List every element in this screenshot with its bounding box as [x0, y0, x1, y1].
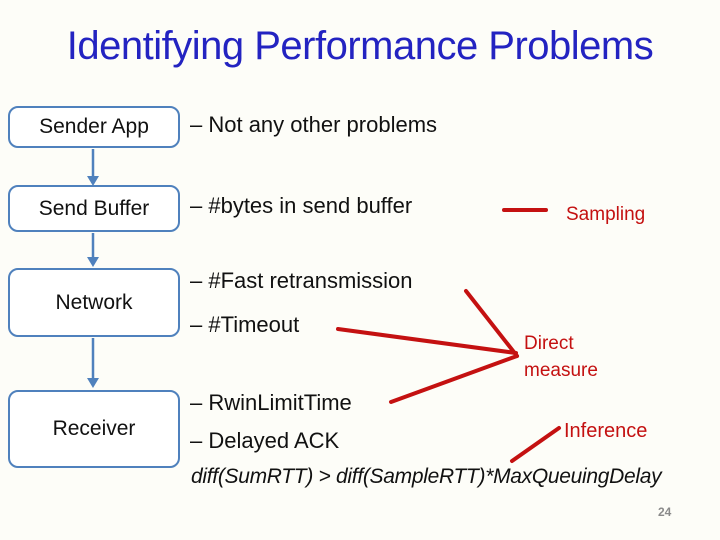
page-number: 24: [658, 505, 672, 519]
box-sender-app-label: Sender App: [39, 115, 149, 138]
bullet-bytes-in-send-buffer: – #bytes in send buffer: [190, 193, 413, 218]
arrow-sender-to-sendbuffer: [87, 149, 99, 186]
box-receiver: Receiver: [8, 390, 180, 468]
box-network-label: Network: [55, 290, 133, 314]
bullet-timeout: – #Timeout: [190, 312, 300, 337]
bullet-not-any-other-problems: – Not any other problems: [190, 112, 438, 137]
box-receiver-label: Receiver: [52, 417, 136, 440]
red-line-inference-to-formula: [510, 426, 561, 463]
arrow-network-to-receiver: [87, 338, 99, 388]
bullet-fast-retransmission: – #Fast retransmission: [190, 268, 413, 293]
bullet-rwinlimittime: – RwinLimitTime: [190, 390, 352, 415]
red-line-fast-retransmission-to-direct-measure: [464, 289, 519, 358]
box-send-buffer: Send Buffer: [8, 185, 180, 232]
label-sampling: Sampling: [566, 204, 646, 225]
red-line-timeout-to-direct-measure: [336, 327, 518, 355]
red-line-rwinlimittime-to-direct-measure: [389, 354, 519, 404]
label-direct-measure: Direct measure: [524, 333, 598, 381]
slide-title: Identifying Performance Problems: [66, 24, 654, 68]
arrow-sendbuffer-to-network: [87, 233, 99, 267]
box-send-buffer-label: Send Buffer: [38, 196, 150, 220]
box-sender-app: Sender App: [8, 106, 180, 148]
box-network: Network: [8, 268, 180, 337]
bullet-delayed-ack: – Delayed ACK: [190, 428, 340, 453]
formula-text: diff(SumRTT) > diff(SampleRTT)*MaxQueuin…: [191, 465, 662, 488]
label-inference: Inference: [564, 420, 648, 442]
